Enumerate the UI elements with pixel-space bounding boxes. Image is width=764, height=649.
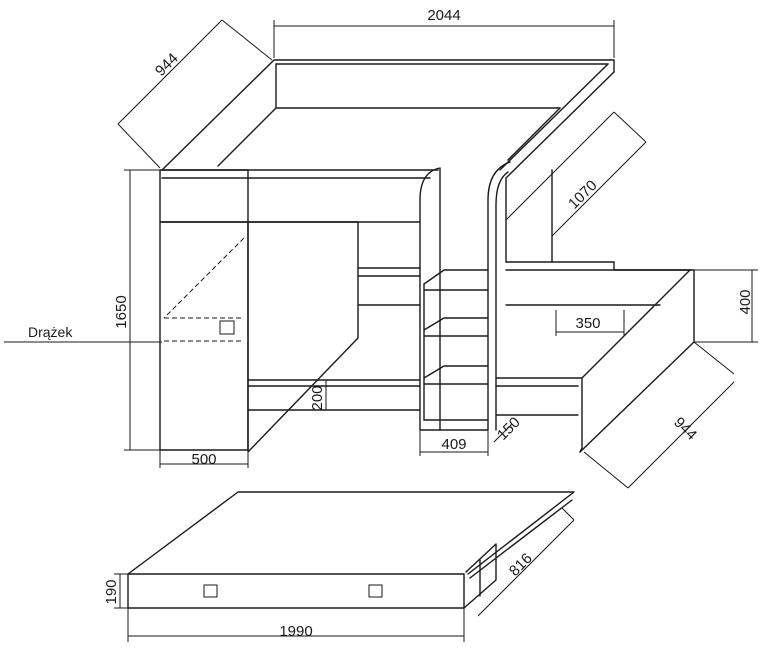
- dim-drawer-height: 190: [103, 579, 120, 604]
- dim-top-depth: 944: [152, 50, 182, 80]
- dim-top-width: 2044: [427, 7, 460, 24]
- dim-drawer-length: 1990: [279, 623, 312, 640]
- dim-shelf-width: 350: [575, 315, 600, 332]
- dim-height: 1650: [113, 295, 130, 328]
- drawer-handle-left: [203, 584, 218, 598]
- dim-ladder-width: 409: [441, 436, 466, 453]
- dim-rail-depth: 1070: [565, 177, 601, 213]
- dimension-labels: 2044 944 1650 Drążek 500 200 409 150 107…: [28, 7, 754, 640]
- upper-bed-frame: [161, 59, 615, 263]
- drawer-handle-right: [368, 584, 383, 598]
- rod-label: Drążek: [28, 324, 73, 340]
- dim-lower-depth: 944: [670, 414, 700, 444]
- dim-drawer-depth: 816: [506, 550, 536, 580]
- dimension-lines: [4, 19, 758, 642]
- dim-lower-height: 400: [737, 289, 754, 314]
- lower-bed-platform: [247, 267, 421, 411]
- dim-drawer-clearance: 200: [309, 385, 326, 410]
- ladder-stairs: [419, 161, 511, 431]
- handle-square: [219, 320, 235, 335]
- under-bed-drawer: [127, 491, 575, 609]
- right-desk-module: [495, 169, 695, 453]
- dim-cabinet-width: 500: [191, 451, 216, 468]
- dim-ladder-depth: 150: [494, 414, 524, 444]
